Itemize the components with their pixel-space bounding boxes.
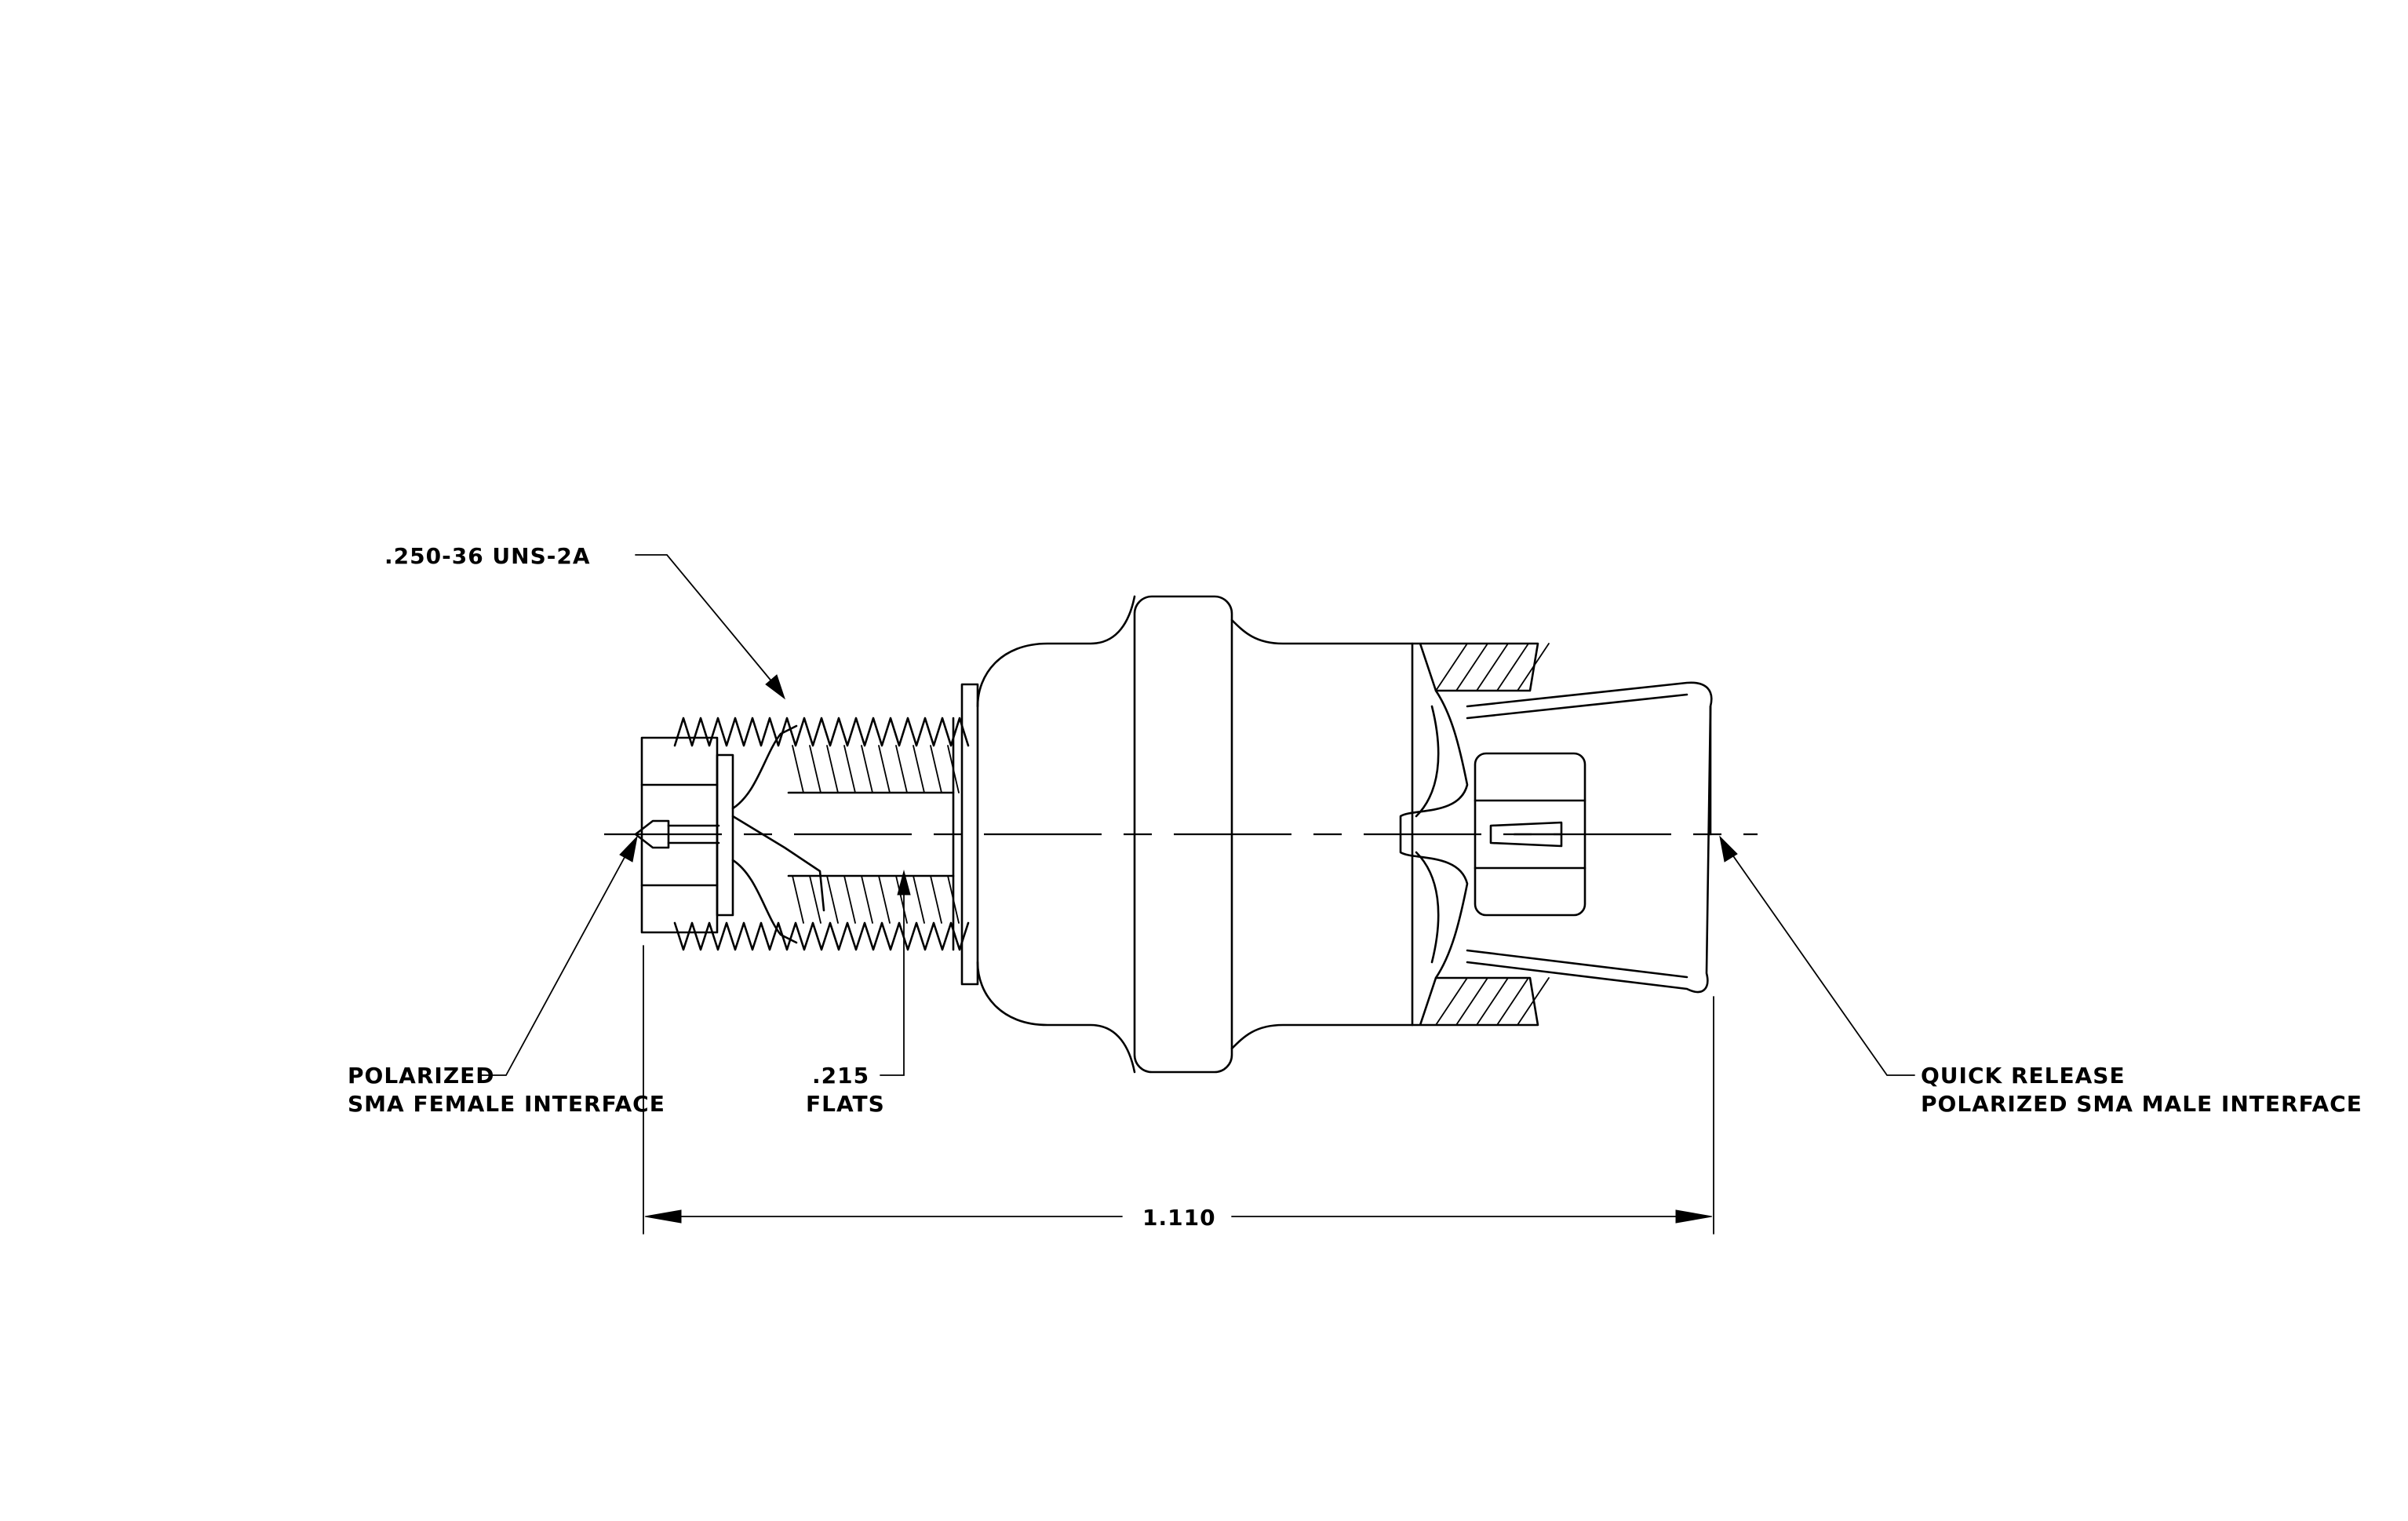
thread-hatch-line (878, 875, 891, 924)
thread-hatch-line (861, 875, 873, 924)
nut-hatch-line (1496, 643, 1529, 691)
flats-value-label: .215 (812, 1063, 869, 1089)
thread-hatch (792, 745, 960, 924)
thread-teeth-lower (673, 921, 970, 951)
coupling-nut-hatch (1435, 643, 1550, 1026)
thread-hatch-line (878, 745, 891, 793)
male-interface-leader (1719, 835, 1915, 1076)
thread-hatch-line (895, 745, 908, 793)
nut-hatch-line (1476, 643, 1509, 691)
main-body (976, 595, 1414, 1074)
thread-hatch-line (895, 875, 908, 924)
female-interface-leader (478, 835, 638, 1076)
dielectric-insert (731, 724, 825, 944)
thread-hatch-line (913, 875, 925, 924)
overall-length-dimension (643, 945, 1714, 1235)
nut-hatch-line (1455, 643, 1488, 691)
thread-hatch-line (913, 745, 925, 793)
thread-teeth-upper (673, 717, 970, 747)
overall-length-label: 1.110 (1142, 1205, 1216, 1231)
thread-hatch-line (792, 875, 804, 924)
female-interface-body (634, 736, 734, 934)
collet-fingers (1466, 681, 1713, 994)
male-interface-label-line2: POLARIZED SMA MALE INTERFACE (1921, 1091, 2362, 1117)
thread-upper (673, 717, 970, 747)
male-pin-housing (1474, 752, 1587, 917)
thread-hatch-line (843, 745, 856, 793)
thread-hatch-line (843, 875, 856, 924)
flats-leader (880, 870, 911, 1076)
flange (960, 683, 979, 986)
thread-spec-label: .250-36 UNS-2A (384, 543, 591, 569)
thread-hatch-line (947, 875, 960, 924)
thread-hatch-line (792, 745, 804, 793)
thread-hatch-line (930, 875, 942, 924)
thread-body (787, 717, 955, 951)
female-interface-label-line2: SMA FEMALE INTERFACE (348, 1091, 665, 1117)
male-interface-label-line1: QUICK RELEASE (1921, 1063, 2126, 1089)
nut-hatch-line (1517, 977, 1550, 1026)
flats-label: FLATS (806, 1091, 885, 1117)
nut-hatch-line (1517, 643, 1550, 691)
thread-hatch-line (809, 745, 821, 793)
nut-hatch-line (1435, 643, 1468, 691)
nut-hatch-line (1435, 977, 1468, 1026)
nut-hatch-line (1496, 977, 1529, 1026)
thread-spec-leader (635, 554, 785, 700)
female-interface-label-line1: POLARIZED (348, 1063, 495, 1089)
nut-hatch-line (1455, 977, 1488, 1026)
thread-hatch-line (826, 745, 839, 793)
thread-hatch-line (947, 745, 960, 793)
nut-hatch-line (1476, 977, 1509, 1026)
thread-lower (673, 921, 970, 951)
thread-hatch-line (809, 875, 821, 924)
thread-hatch-line (861, 745, 873, 793)
thread-hatch-line (930, 745, 942, 793)
thread-hatch-line (826, 875, 839, 924)
